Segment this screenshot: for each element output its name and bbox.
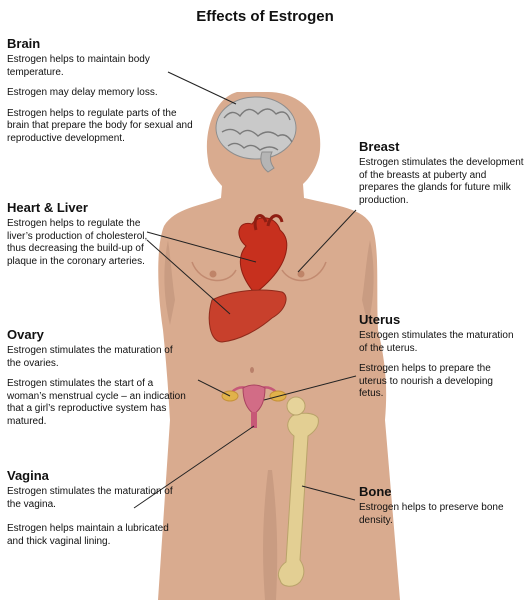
breast-heading: Breast: [359, 139, 400, 154]
vagina-section: Vagina Estrogen stimulates the maturatio…: [7, 469, 182, 556]
uterus-section: Uterus Estrogen stimulates the maturatio…: [359, 313, 519, 409]
ovary-text-2: Estrogen stimulates the start of a woman…: [7, 378, 186, 427]
vagina-leader-line: [133, 425, 255, 509]
brain-icon: [215, 96, 297, 173]
femur-bone-icon: [277, 396, 319, 587]
brain-text-2: Estrogen may delay memory loss.: [7, 87, 158, 98]
liver-leader-line: [146, 239, 231, 315]
brain-heading: Brain: [7, 36, 41, 51]
vagina-text-2: Estrogen helps maintain a lubricated and…: [7, 523, 169, 547]
body-silhouette: [158, 92, 400, 600]
breast-section: Breast Estrogen stimulates the developme…: [359, 140, 524, 215]
brain-text-1: Estrogen helps to maintain body temperat…: [7, 54, 150, 78]
brain-text-3: Estrogen helps to regulate parts of the …: [7, 107, 193, 144]
heart-leader-line: [146, 231, 257, 263]
vagina-text-1: Estrogen stimulates the maturation of th…: [7, 486, 173, 510]
uterus-text-2: Estrogen helps to prepare the uterus to …: [359, 363, 493, 399]
ovary-heading: Ovary: [7, 327, 44, 342]
bone-leader-line: [301, 485, 356, 501]
uterus-text-1: Estrogen stimulates the maturation of th…: [359, 330, 514, 354]
heart-liver-text-1: Estrogen helps to regulate the liver’s p…: [7, 218, 148, 267]
heart-liver-heading: Heart & Liver: [7, 200, 88, 215]
diagram-title: Effects of Estrogen: [196, 8, 334, 25]
breast-leader-line: [297, 209, 357, 273]
uterus-heading: Uterus: [359, 312, 401, 327]
vagina-heading: Vagina: [7, 468, 49, 483]
leader-lines: [133, 71, 357, 509]
breast-illustration: [191, 261, 327, 282]
ovary-leader-line: [197, 379, 231, 397]
bone-section: Bone Estrogen helps to preserve bone den…: [359, 485, 524, 535]
heart-liver-section: Heart & Liver Estrogen helps to regulate…: [7, 201, 152, 276]
brain-leader-line: [167, 71, 237, 105]
bone-text-1: Estrogen helps to preserve bone density.: [359, 502, 504, 526]
brain-section: Brain Estrogen helps to maintain body te…: [7, 37, 197, 153]
liver-icon: [208, 289, 287, 343]
uterus-ovaries-icon: [221, 384, 287, 428]
breast-text-1: Estrogen stimulates the development of t…: [359, 157, 524, 206]
uterus-leader-line: [263, 375, 357, 401]
ovary-text-1: Estrogen stimulates the maturation of th…: [7, 345, 173, 369]
heart-icon: [238, 214, 288, 293]
bone-heading: Bone: [359, 484, 392, 499]
ovary-section: Ovary Estrogen stimulates the maturation…: [7, 328, 187, 436]
